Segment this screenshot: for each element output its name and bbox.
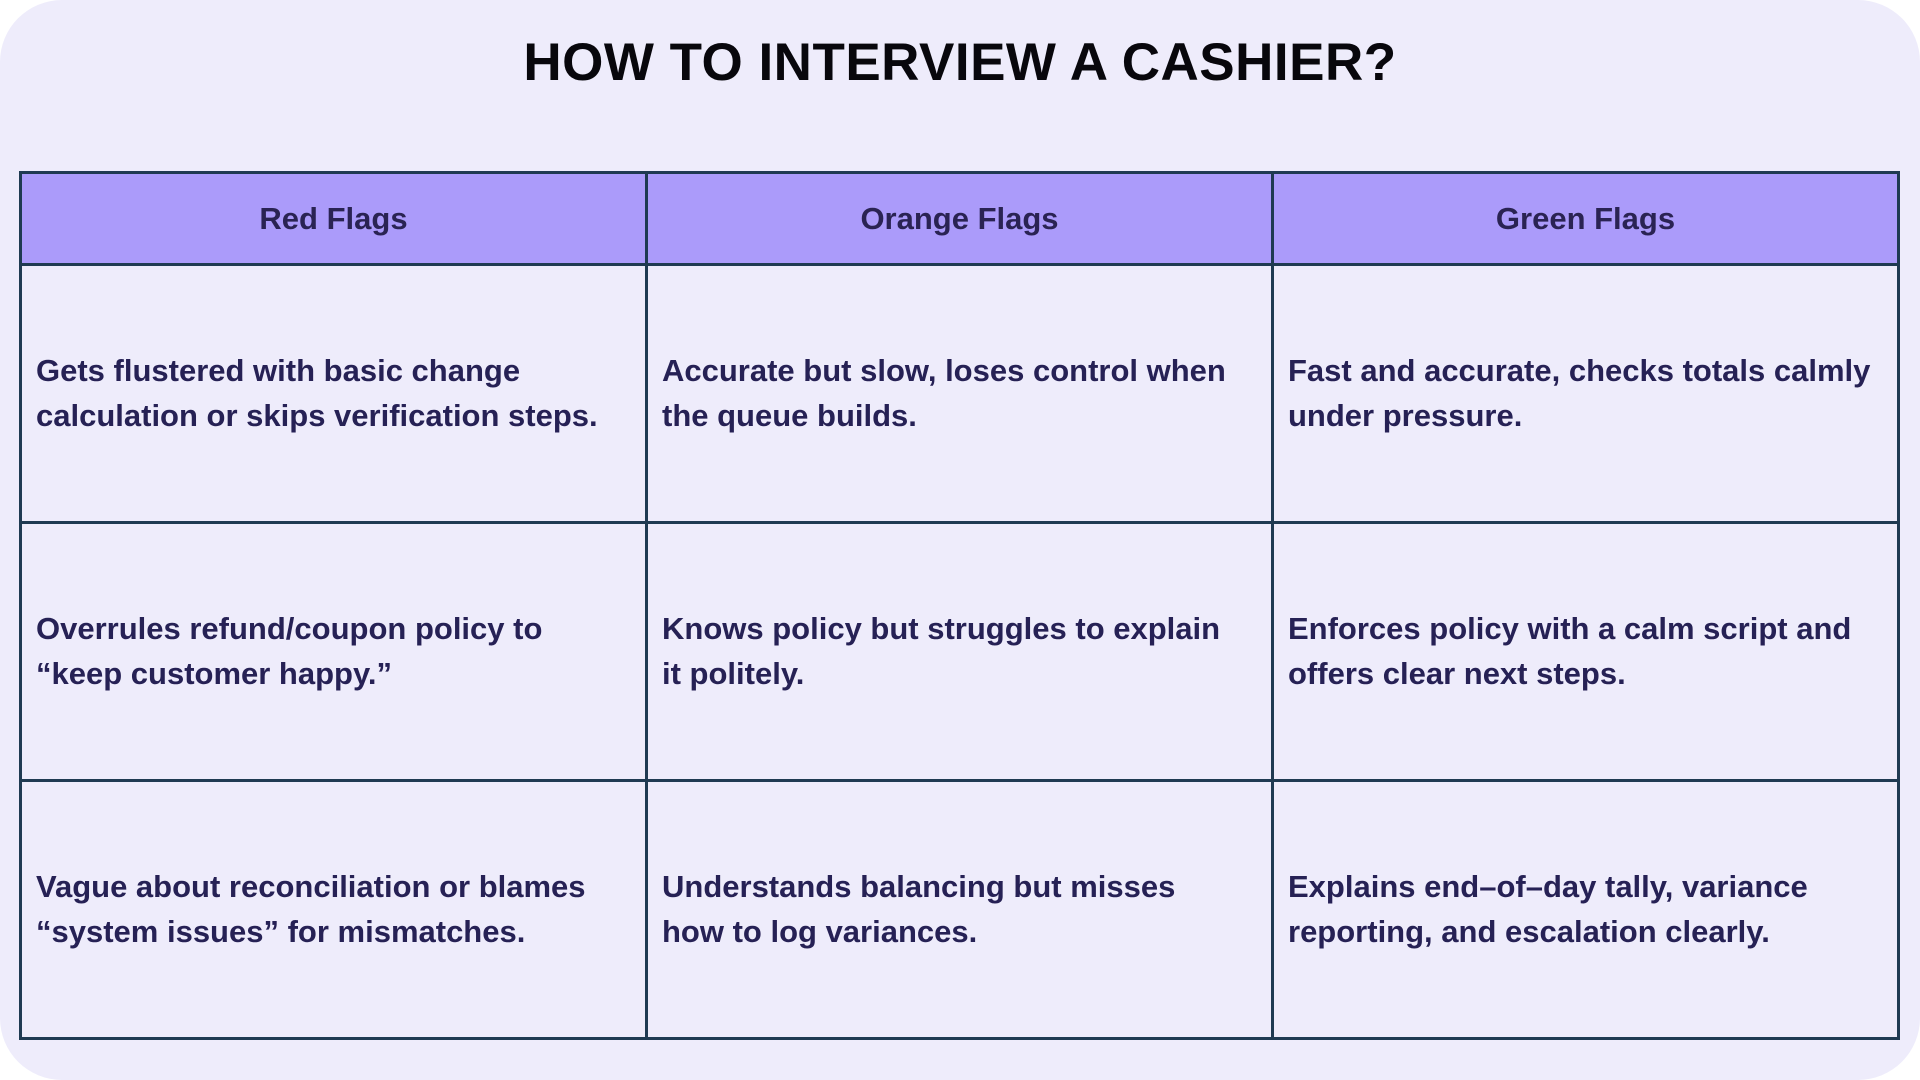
cell-orange-flag-2: Knows policy but struggles to explain it… bbox=[645, 521, 1274, 782]
table-header-row: Red Flags Orange Flags Green Flags bbox=[19, 171, 1900, 266]
cell-text: Gets flustered with basic change calcula… bbox=[36, 352, 598, 433]
column-header-green-flags: Green Flags bbox=[1271, 171, 1900, 266]
table-header: Red Flags Orange Flags Green Flags bbox=[19, 171, 1900, 266]
cell-text: Enforces policy with a calm script and o… bbox=[1288, 610, 1852, 691]
cell-red-flag-2: Overrules refund/coupon policy to “keep … bbox=[19, 521, 648, 782]
cell-red-flag-3: Vague about reconciliation or blames “sy… bbox=[19, 779, 648, 1040]
cell-text: Explains end–of–day tally, variance repo… bbox=[1288, 868, 1808, 949]
cell-text: Accurate but slow, loses control when th… bbox=[662, 352, 1226, 433]
cell-green-flag-2: Enforces policy with a calm script and o… bbox=[1271, 521, 1900, 782]
cell-orange-flag-1: Accurate but slow, loses control when th… bbox=[645, 263, 1274, 524]
table-row: Vague about reconciliation or blames “sy… bbox=[19, 779, 1900, 1040]
table-row: Gets flustered with basic change calcula… bbox=[19, 263, 1900, 524]
table-row: Overrules refund/coupon policy to “keep … bbox=[19, 521, 1900, 782]
cell-text: Understands balancing but misses how to … bbox=[662, 868, 1176, 949]
flags-comparison-table: Red Flags Orange Flags Green Flags Gets … bbox=[19, 171, 1900, 1040]
column-header-orange-flags: Orange Flags bbox=[645, 171, 1274, 266]
cell-red-flag-1: Gets flustered with basic change calcula… bbox=[19, 263, 648, 524]
cell-text: Knows policy but struggles to explain it… bbox=[662, 610, 1221, 691]
column-header-red-flags: Red Flags bbox=[19, 171, 648, 266]
cell-green-flag-3: Explains end–of–day tally, variance repo… bbox=[1271, 779, 1900, 1040]
cell-text: Fast and accurate, checks totals calmly … bbox=[1288, 352, 1871, 433]
page-title: HOW TO INTERVIEW A CASHIER? bbox=[523, 33, 1397, 92]
table-body: Gets flustered with basic change calcula… bbox=[19, 263, 1900, 1040]
cell-text: Overrules refund/coupon policy to “keep … bbox=[36, 610, 543, 691]
cell-orange-flag-3: Understands balancing but misses how to … bbox=[645, 779, 1274, 1040]
cell-text: Vague about reconciliation or blames “sy… bbox=[36, 868, 586, 949]
cell-green-flag-1: Fast and accurate, checks totals calmly … bbox=[1271, 263, 1900, 524]
